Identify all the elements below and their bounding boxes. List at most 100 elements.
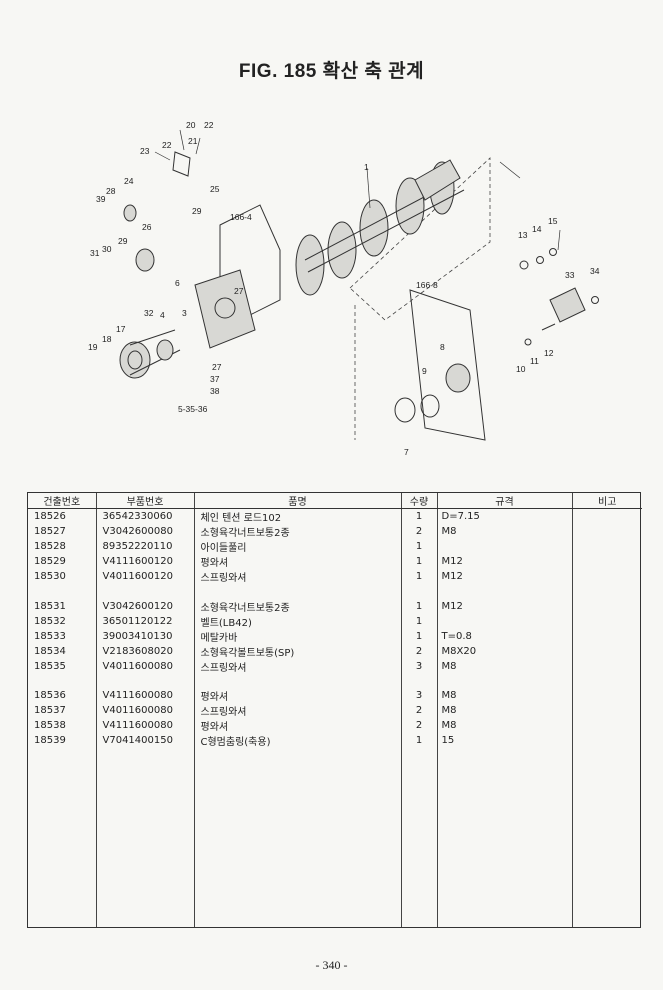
cell-part-no: V4011600080: [95, 658, 194, 674]
svg-text:166-4: 166-4: [230, 212, 252, 222]
cell-quantity: 2: [400, 643, 437, 659]
tension-bracket: [172, 151, 191, 177]
cell-ref-no: 18539: [34, 735, 66, 746]
cell-part-name: 스프링와셔: [193, 658, 401, 674]
svg-text:5-35-36: 5-35-36: [178, 404, 208, 414]
cell-quantity: [400, 584, 437, 599]
cell-remarks: [571, 643, 642, 659]
svg-text:31: 31: [90, 248, 100, 258]
cell-remarks: [571, 733, 642, 748]
cell-part-no: V4111600080: [95, 688, 194, 703]
filler-cell: [436, 748, 572, 927]
cell-quantity: [400, 673, 437, 688]
cell-spec: M12: [436, 554, 572, 569]
cell-ref-no: 18526: [34, 511, 66, 522]
cell-ref-no: 18529: [34, 556, 66, 567]
cell-ref-no: 18533: [34, 630, 66, 642]
svg-text:12: 12: [544, 348, 554, 358]
svg-text:8: 8: [440, 342, 445, 352]
table-row: [28, 584, 642, 599]
cell-part-name: 소형육각볼트보통(SP): [193, 643, 401, 659]
header-part-name: 품명: [193, 493, 401, 509]
cell-ref-no: 18537: [34, 705, 66, 716]
cell-part-name: [193, 673, 401, 688]
cell-part-no: V2183608020: [95, 643, 194, 659]
idler-pulley: [135, 248, 155, 272]
cell-part-name: 소형육각너트보통2종: [193, 524, 401, 539]
exploded-parts-diagram: 1 20 22 21 22 23 24 25 39 28 166-4 29 26…: [88, 120, 600, 457]
svg-text:28: 28: [106, 186, 116, 196]
svg-text:27: 27: [212, 362, 222, 372]
cell-ref-no: 18528: [34, 541, 66, 552]
cell-spec: M8: [436, 658, 572, 674]
cell-part-name: 스프링와셔: [193, 569, 401, 584]
svg-text:17: 17: [116, 324, 126, 334]
cell-remarks: [571, 688, 642, 703]
svg-text:32: 32: [144, 308, 154, 318]
cell-remarks: [571, 554, 642, 569]
cell-part-name: 벨트(LB42): [193, 613, 401, 629]
cell-remarks: [571, 539, 642, 554]
figure-title: FIG. 185 확산 축 관계: [238, 61, 425, 82]
svg-text:10: 10: [516, 364, 526, 374]
cell-ref-no: 18527: [34, 526, 66, 537]
cell-part-no: V4111600120: [95, 554, 194, 569]
cell-remarks: [571, 584, 642, 599]
header-quantity: 수량: [400, 493, 437, 509]
svg-text:6: 6: [175, 278, 180, 288]
cell-ref-no: 18531: [34, 600, 66, 612]
cell-quantity: 1: [400, 628, 437, 644]
cell-remarks: [571, 628, 642, 644]
cell-remarks: [571, 569, 642, 584]
svg-text:30: 30: [102, 244, 112, 254]
svg-text:34: 34: [590, 266, 600, 276]
cell-part-no: V3042600120: [95, 598, 194, 614]
cell-ref-no: 18535: [34, 660, 66, 672]
auger-screw: [295, 159, 465, 296]
table-filler-row: [28, 748, 642, 927]
svg-text:39: 39: [96, 194, 106, 204]
cell-remarks: [571, 508, 642, 524]
cell-part-name: 평와셔: [193, 718, 401, 733]
svg-text:11: 11: [530, 356, 539, 366]
cell-remarks: [571, 524, 642, 539]
header-ref-no: 건출번호: [28, 493, 96, 509]
cell-quantity: 3: [400, 658, 437, 674]
cell-quantity: 1: [400, 733, 437, 748]
svg-text:21: 21: [188, 136, 198, 146]
cell-ref-no: 18538: [34, 720, 66, 731]
svg-text:166-8: 166-8: [416, 280, 438, 290]
cell-part-no: V4011600080: [95, 703, 194, 718]
cell-part-no: 36501120122: [95, 613, 194, 629]
filler-cell: [571, 748, 642, 927]
cell-quantity: 2: [400, 703, 437, 718]
filler-cell: [193, 748, 401, 927]
svg-text:14: 14: [532, 224, 542, 234]
cell-quantity: 1: [400, 554, 437, 569]
svg-text:33: 33: [565, 270, 575, 280]
svg-text:24: 24: [124, 176, 134, 186]
cell-spec: M8: [436, 524, 572, 539]
cell-quantity: 2: [400, 718, 437, 733]
cell-quantity: 1: [400, 613, 437, 629]
cell-ref-no: [28, 674, 96, 689]
svg-text:22: 22: [204, 120, 214, 130]
cell-part-name: 평와셔: [193, 554, 401, 569]
svg-text:13: 13: [518, 230, 528, 240]
table-header-row: 건출번호 부품번호 품명 수량 규격 비고: [28, 493, 642, 509]
cell-quantity: 1: [400, 508, 437, 524]
cell-remarks: [571, 598, 642, 614]
header-spec: 규격: [436, 493, 572, 509]
cell-spec: D=7.15: [436, 508, 572, 524]
cell-part-name: 스프링와셔: [193, 703, 401, 718]
svg-text:29: 29: [192, 206, 202, 216]
